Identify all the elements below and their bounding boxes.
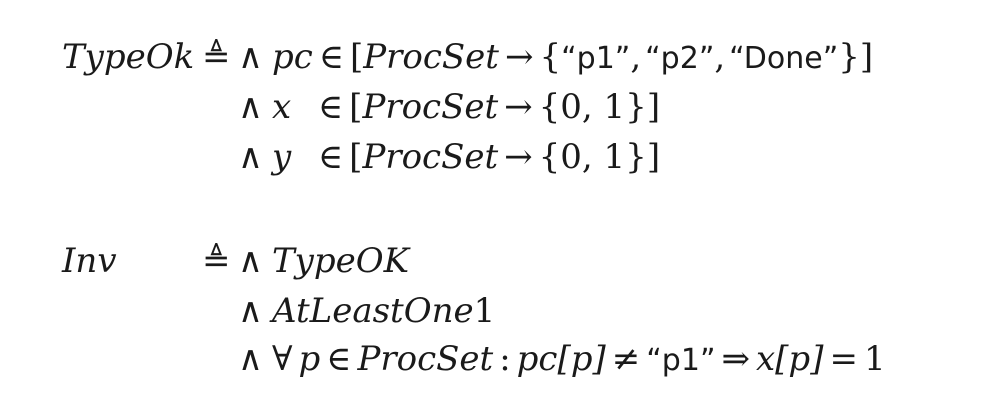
string-p1: “p1”: [561, 41, 631, 76]
var-x: x: [272, 87, 292, 127]
inv-conj-2: ∧: [238, 291, 263, 331]
var-y: y: [272, 137, 292, 177]
in-symbol: ∈: [318, 87, 344, 127]
var-pc: pc: [516, 339, 558, 379]
range-set: {0, 1}: [538, 137, 647, 177]
inv-defeq: ≜: [202, 241, 231, 281]
forall-symbol: ∀: [272, 339, 293, 379]
colon: :: [499, 339, 511, 379]
value-one: 1: [863, 339, 886, 379]
set-procset: ProcSet: [357, 339, 494, 379]
neq-symbol: ≠: [611, 339, 641, 379]
typeok-expr-1: pc∈[ProcSet→{“p1”,“p2”,“Done”}]: [272, 34, 873, 82]
typeok-conj-1: ∧: [238, 37, 263, 77]
typeok-expr-3: y ∈[ProcSet→{0, 1}]: [272, 134, 660, 180]
comma: ,: [630, 37, 642, 77]
index-p: [p]: [557, 339, 606, 379]
typeok-name: TypeOk: [62, 37, 195, 77]
bracket-close: ]: [646, 137, 661, 177]
typeok-conj-3: ∧: [238, 137, 263, 177]
bracket-open: [: [349, 87, 363, 127]
arrow-symbol: →: [504, 87, 533, 127]
inv-term-typeok: TypeOK: [272, 241, 410, 281]
typeok-conj-2: ∧: [238, 87, 263, 127]
in-symbol: ∈: [318, 137, 344, 177]
bracket-close: ]: [859, 37, 874, 77]
arrow-symbol: →: [504, 37, 534, 77]
inv-conj-1: ∧: [238, 241, 263, 281]
var-x: x: [755, 339, 776, 379]
string-p2: “p2”: [645, 41, 715, 76]
set-procset: ProcSet: [362, 137, 499, 177]
inv-term-suffix: 1: [473, 291, 496, 331]
typeok-expr-2: x ∈[ProcSet→{0, 1}]: [272, 84, 660, 130]
var-p: p: [298, 339, 321, 379]
var-pc: pc: [272, 37, 313, 77]
inv-term-atleastone: AtLeastOne: [272, 291, 474, 331]
bracket-close: ]: [646, 87, 661, 127]
comma: ,: [714, 37, 726, 77]
inv-conj-3: ∧: [238, 339, 263, 379]
set-procset: ProcSet: [362, 87, 499, 127]
in-symbol: ∈: [326, 339, 352, 379]
typeok-defeq: ≜: [202, 37, 231, 77]
bracket-open: [: [349, 137, 363, 177]
in-symbol: ∈: [318, 37, 344, 77]
implies-symbol: ⇒: [721, 339, 750, 379]
inv-expr-2: AtLeastOne1: [272, 288, 495, 334]
eq-symbol: =: [829, 339, 858, 379]
brace-open: {: [539, 37, 562, 77]
brace-close: }: [838, 37, 860, 77]
string-p1: “p1”: [646, 343, 716, 378]
bracket-open: [: [349, 37, 364, 77]
arrow-symbol: →: [504, 137, 533, 177]
set-procset: ProcSet: [363, 37, 499, 77]
inv-name: Inv: [62, 241, 117, 281]
string-done: “Done”: [729, 41, 839, 76]
range-set: {0, 1}: [538, 87, 647, 127]
index-p: [p]: [775, 339, 824, 379]
inv-expr-3: ∀p∈ProcSet:pc[p]≠“p1”⇒x[p]=1: [272, 336, 886, 384]
